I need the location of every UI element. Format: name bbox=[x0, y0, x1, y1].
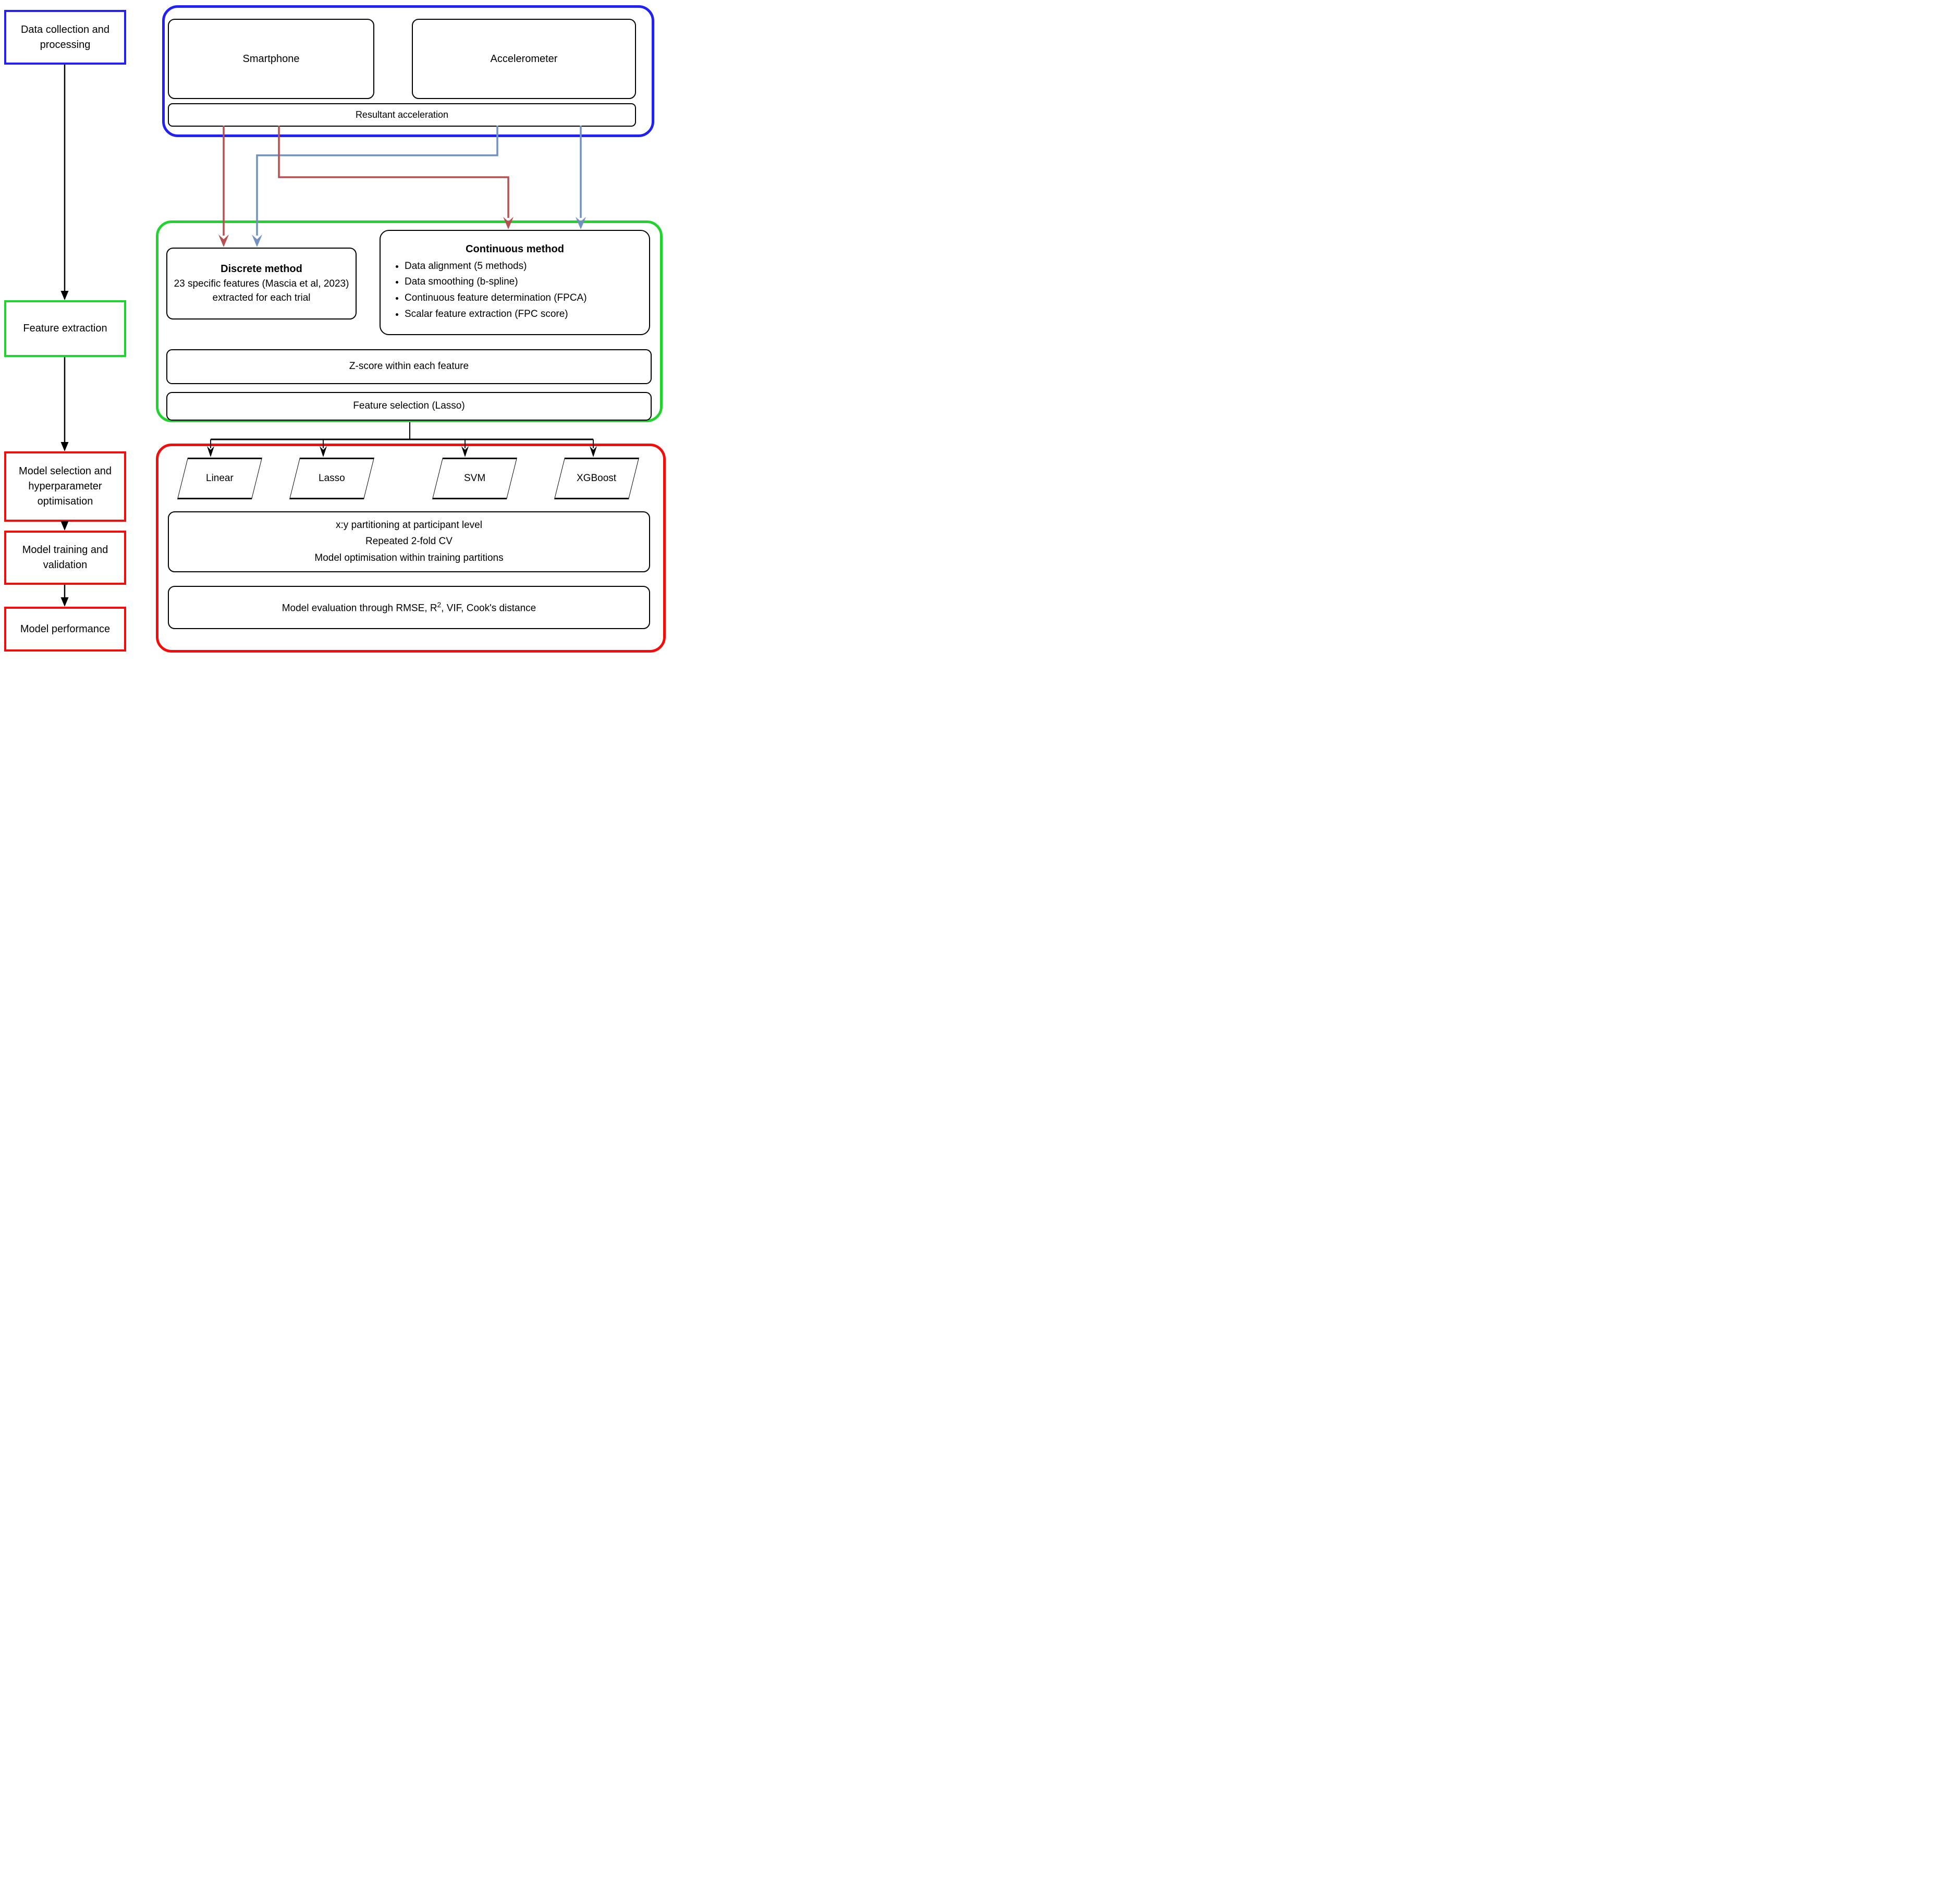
model-evaluation-label: Model evaluation through RMSE, R2, VIF, … bbox=[282, 600, 536, 616]
model-lasso-label: Lasso bbox=[319, 473, 345, 484]
model-evaluation-suffix: , VIF, Cook's distance bbox=[441, 602, 536, 613]
continuous-bullet: Data smoothing (b-spline) bbox=[405, 275, 644, 289]
stage-model-selection: Model selection and hyperparameter optim… bbox=[4, 451, 126, 522]
model-linear-label: Linear bbox=[206, 473, 234, 484]
continuous-bullet: Scalar feature extraction (FPC score) bbox=[405, 308, 644, 322]
model-evaluation-box: Model evaluation through RMSE, R2, VIF, … bbox=[168, 586, 650, 629]
zscore-box: Z-score within each feature bbox=[166, 349, 652, 384]
continuous-method-title: Continuous method bbox=[466, 243, 564, 255]
stage-feature-extraction-label: Feature extraction bbox=[23, 323, 107, 334]
feature-selection-box: Feature selection (Lasso) bbox=[166, 392, 652, 421]
stage-model-training-label: Model training and validation bbox=[22, 544, 108, 571]
flow-arrow-collection-to-extraction bbox=[60, 65, 69, 300]
smartphone-to-continuous-arrow bbox=[278, 126, 514, 229]
continuous-bullet: Continuous feature determination (FPCA) bbox=[405, 291, 644, 305]
training-line: Repeated 2-fold CV bbox=[365, 536, 453, 547]
smartphone-box: Smartphone bbox=[168, 19, 374, 99]
resultant-acceleration-label: Resultant acceleration bbox=[355, 109, 449, 120]
continuous-method-list: Data alignment (5 methods) Data smoothin… bbox=[381, 260, 649, 321]
zscore-label: Z-score within each feature bbox=[349, 361, 469, 372]
model-svm: SVM bbox=[432, 458, 517, 499]
model-xgboost-label: XGBoost bbox=[577, 473, 617, 484]
model-linear: Linear bbox=[177, 458, 262, 499]
training-validation-box: x:y partitioning at participant level Re… bbox=[168, 511, 650, 572]
model-lasso: Lasso bbox=[289, 458, 374, 499]
flow-arrow-training-to-performance bbox=[60, 585, 69, 607]
resultant-acceleration-box: Resultant acceleration bbox=[168, 103, 636, 127]
model-evaluation-sup: 2 bbox=[437, 600, 442, 609]
training-line: x:y partitioning at participant level bbox=[336, 519, 482, 531]
continuous-method-box: Continuous method Data alignment (5 meth… bbox=[380, 230, 650, 335]
stage-model-selection-label: Model selection and hyperparameter optim… bbox=[19, 465, 112, 507]
accelerometer-to-continuous-arrow bbox=[576, 126, 586, 229]
stage-data-collection: Data collection and processing bbox=[4, 10, 126, 65]
discrete-method-box: Discrete method 23 specific features (Ma… bbox=[166, 248, 357, 320]
feature-selection-label: Feature selection (Lasso) bbox=[353, 400, 465, 412]
model-xgboost: XGBoost bbox=[554, 458, 639, 499]
continuous-bullet: Data alignment (5 methods) bbox=[405, 260, 644, 274]
flow-arrow-selection-to-training bbox=[60, 521, 69, 531]
smartphone-label: Smartphone bbox=[242, 53, 300, 65]
model-svm-label: SVM bbox=[463, 473, 486, 484]
flowchart-canvas: Data collection and processing Feature e… bbox=[0, 0, 667, 654]
stage-model-performance: Model performance bbox=[4, 607, 126, 652]
accelerometer-label: Accelerometer bbox=[490, 53, 558, 65]
model-evaluation-prefix: Model evaluation through RMSE, R bbox=[282, 602, 437, 613]
stage-model-training: Model training and validation bbox=[4, 531, 126, 585]
discrete-method-body: 23 specific features (Mascia et al, 2023… bbox=[174, 278, 349, 303]
flow-arrow-extraction-to-selection bbox=[60, 357, 69, 451]
stage-data-collection-label: Data collection and processing bbox=[20, 23, 110, 51]
stage-feature-extraction: Feature extraction bbox=[4, 300, 126, 357]
stage-model-performance-label: Model performance bbox=[20, 623, 111, 635]
training-line: Model optimisation within training parti… bbox=[314, 552, 504, 563]
discrete-method-title: Discrete method bbox=[221, 263, 302, 275]
accelerometer-box: Accelerometer bbox=[412, 19, 636, 99]
